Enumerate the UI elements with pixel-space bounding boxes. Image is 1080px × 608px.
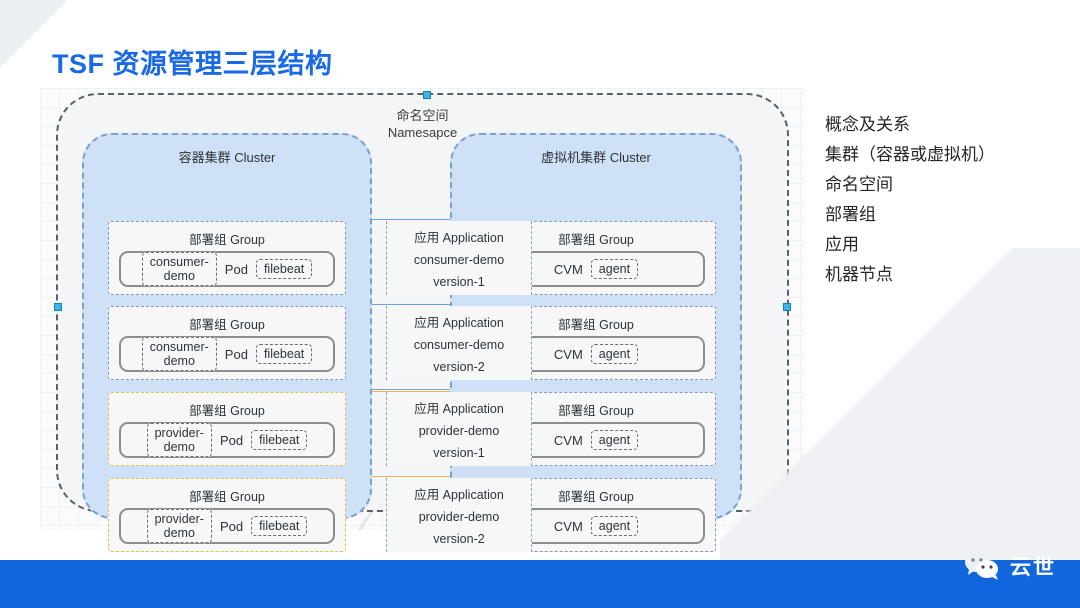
agent-chip: agent	[590, 344, 639, 364]
pod-label: Pod	[219, 432, 244, 448]
application-head: 应用 Application	[414, 230, 504, 245]
service-chip: provider- demo	[146, 509, 212, 543]
application-version: version-1	[433, 445, 485, 460]
corner-decoration-top-left	[0, 0, 70, 70]
table-row[interactable]: 部署组 Group consumer- demo Pod filebeat	[108, 306, 346, 380]
pod-label: Pod	[224, 261, 248, 277]
connector-rail-row3-top	[104, 391, 741, 392]
pod-box[interactable]: consumer- demo Pod filebeat	[119, 251, 335, 287]
pod-box[interactable]: provider- demo Pod filebeat	[119, 508, 335, 544]
pod-box[interactable]: consumer- demo Pod filebeat	[119, 336, 335, 372]
sidecar-chip: filebeat	[255, 344, 313, 364]
application-head: 应用 Application	[414, 401, 504, 416]
architecture-diagram: 命名空间 Namesapce 容器集群 Cluster 部署组 Group co…	[40, 88, 805, 563]
application-card[interactable]: 应用 Application consumer-demo version-1	[386, 221, 532, 295]
application-head: 应用 Application	[414, 315, 504, 330]
application-name: consumer-demo	[413, 252, 505, 267]
service-chip: consumer- demo	[141, 252, 217, 286]
pod-label: Pod	[219, 518, 244, 534]
list-item: 部署组	[825, 205, 876, 224]
application-head: 应用 Application	[414, 487, 504, 502]
concept-list: 概念及关系 集群（容器或虚拟机） 命名空间 部署组 应用 机器节点	[825, 110, 1065, 290]
sidecar-chip: filebeat	[255, 259, 313, 279]
application-name: provider-demo	[418, 423, 500, 438]
agent-chip: agent	[590, 430, 639, 450]
list-item: 集群（容器或虚拟机）	[825, 145, 995, 164]
list-item: 机器节点	[825, 265, 893, 284]
wechat-icon	[965, 552, 998, 580]
container-cluster-title: 容器集群 Cluster	[178, 150, 276, 165]
agent-chip: agent	[590, 516, 639, 536]
application-version: version-1	[433, 274, 485, 289]
cvm-label: CVM	[553, 346, 583, 362]
table-row[interactable]: 部署组 Group provider- demo Pod filebeat	[108, 478, 346, 552]
group-title: 部署组 Group	[189, 490, 265, 504]
namespace-label: 命名空间 Namesapce	[58, 107, 787, 141]
footer-bar	[0, 560, 1080, 608]
connector-rail-row1-top	[104, 219, 741, 220]
group-title: 部署组 Group	[558, 490, 634, 504]
application-card[interactable]: 应用 Application consumer-demo version-2	[386, 306, 532, 380]
application-version: version-2	[433, 531, 485, 546]
application-name: provider-demo	[418, 509, 500, 524]
application-name: consumer-demo	[413, 337, 505, 352]
brand-name: 云世	[1010, 556, 1056, 579]
pod-label: Pod	[224, 346, 248, 362]
group-title: 部署组 Group	[558, 318, 634, 332]
cvm-label: CVM	[553, 432, 583, 448]
namespace-label-en: Namesapce	[387, 125, 458, 140]
application-version: version-2	[433, 359, 485, 374]
application-card[interactable]: 应用 Application provider-demo version-2	[386, 478, 532, 552]
resize-handle-top[interactable]	[422, 91, 431, 99]
resize-handle-right[interactable]	[783, 302, 791, 311]
list-item: 概念及关系	[825, 115, 910, 134]
application-card[interactable]: 应用 Application provider-demo version-1	[386, 392, 532, 466]
cvm-label: CVM	[553, 518, 583, 534]
page-title: TSF 资源管理三层结构	[52, 49, 333, 79]
cvm-label: CVM	[553, 261, 583, 277]
group-title: 部署组 Group	[189, 404, 265, 418]
agent-chip: agent	[590, 259, 639, 279]
connector-rail-row2-bottom	[104, 389, 741, 390]
namespace-label-cn: 命名空间	[396, 108, 449, 123]
resize-handle-left[interactable]	[54, 302, 62, 311]
sidecar-chip: filebeat	[251, 430, 308, 450]
table-row[interactable]: 部署组 Group consumer- demo Pod filebeat	[108, 221, 346, 295]
group-title: 部署组 Group	[189, 233, 265, 247]
sidecar-chip: filebeat	[251, 516, 308, 536]
group-title: 部署组 Group	[558, 233, 634, 247]
group-title: 部署组 Group	[558, 404, 634, 418]
connector-rail-row3-bottom	[104, 476, 741, 477]
connector-rail-row1-bottom	[104, 304, 741, 305]
container-cluster: 容器集群 Cluster 部署组 Group consumer- demo Po…	[82, 133, 372, 552]
group-title: 部署组 Group	[189, 318, 265, 332]
list-item: 命名空间	[825, 175, 893, 194]
service-chip: consumer- demo	[141, 337, 217, 371]
vm-cluster-title: 虚拟机集群 Cluster	[541, 150, 651, 165]
list-item: 应用	[825, 235, 859, 254]
service-chip: provider- demo	[146, 423, 212, 457]
table-row[interactable]: 部署组 Group provider- demo Pod filebeat	[108, 392, 346, 466]
brand-watermark: 云世	[963, 550, 1056, 582]
pod-box[interactable]: provider- demo Pod filebeat	[119, 422, 335, 458]
